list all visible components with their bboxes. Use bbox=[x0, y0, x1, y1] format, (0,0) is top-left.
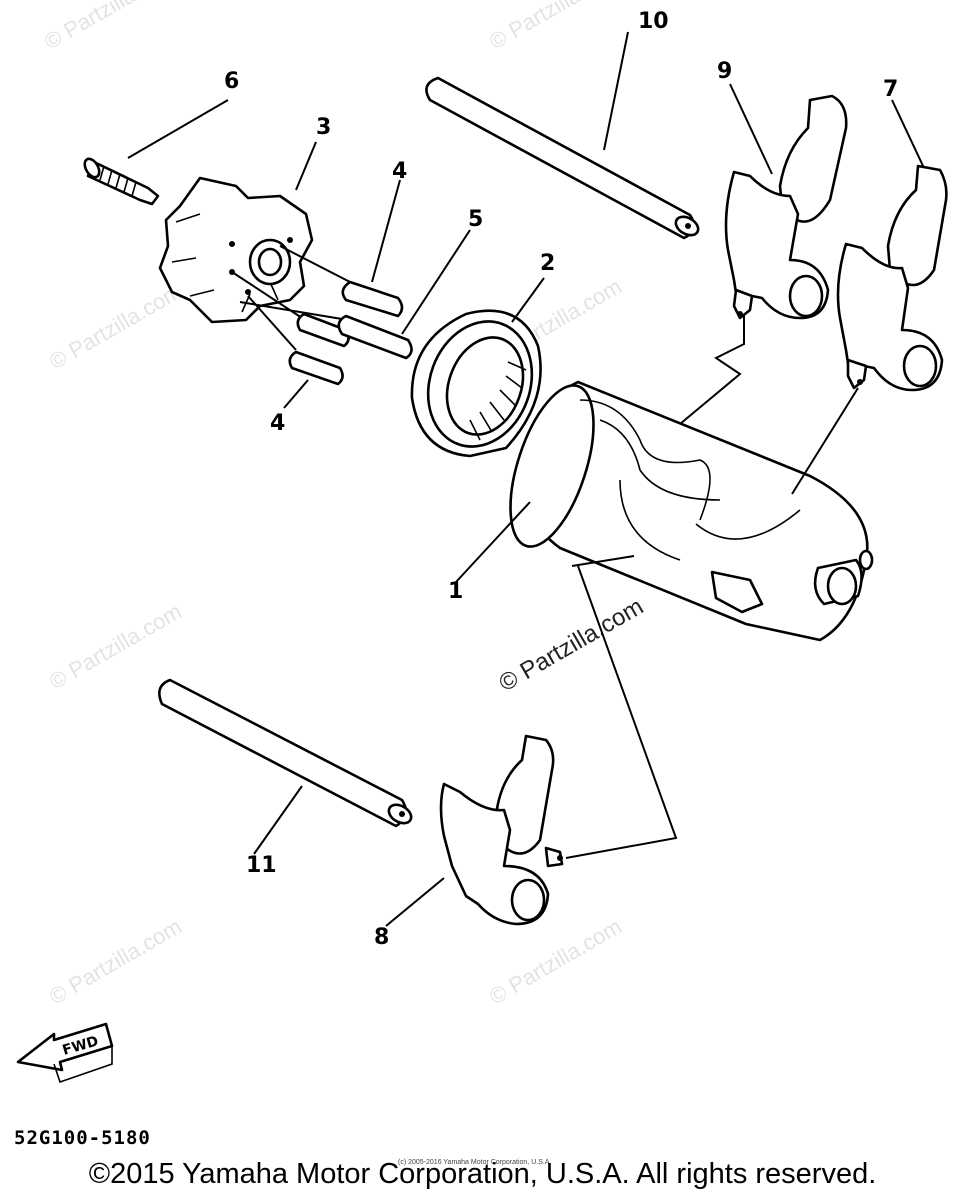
callout-4: 4 bbox=[392, 159, 407, 184]
shift-fork-shaft-lower bbox=[158, 678, 413, 828]
shift-fork-shaft-upper bbox=[425, 76, 700, 240]
segment-plate bbox=[158, 176, 314, 324]
leader-lines bbox=[127, 31, 925, 927]
watermark: © Partzilla.com bbox=[45, 279, 186, 375]
shift-fork-8 bbox=[439, 734, 564, 926]
shift-fork-9 bbox=[724, 94, 848, 320]
watermark: © Partzilla.com bbox=[45, 599, 186, 695]
callout-10: 10 bbox=[638, 9, 669, 34]
callouts: 10 9 7 6 3 4 5 2 4 1 11 8 bbox=[224, 9, 898, 950]
shift-fork-7 bbox=[836, 164, 948, 392]
shift-drum bbox=[509, 380, 874, 642]
callout-5: 5 bbox=[468, 207, 483, 232]
callout-6: 6 bbox=[224, 69, 239, 94]
fwd-arrow-icon: FWD bbox=[16, 1022, 114, 1084]
callout-11: 11 bbox=[246, 853, 277, 878]
small-copyright: (c) 2005-2016 Yamaha Motor Corporation, … bbox=[398, 1159, 552, 1166]
bearing bbox=[410, 309, 542, 458]
watermark: © Partzilla.com bbox=[40, 0, 181, 54]
watermark: © Partzilla.com bbox=[485, 914, 626, 1010]
callout-8: 8 bbox=[374, 925, 389, 950]
watermark: © Partzilla.com bbox=[45, 914, 186, 1010]
diagram-code: 52G100-5180 bbox=[14, 1127, 151, 1149]
watermark-main: © Partzilla.com bbox=[495, 593, 649, 697]
callout-3: 3 bbox=[316, 115, 331, 140]
callout-4b: 4 bbox=[270, 411, 285, 436]
callout-7: 7 bbox=[883, 77, 898, 102]
watermark: © Partzilla.com bbox=[485, 0, 626, 54]
dowel-pins bbox=[231, 245, 413, 386]
callout-9: 9 bbox=[717, 59, 732, 84]
screw bbox=[83, 157, 160, 206]
copyright-notice: ©2015 Yamaha Motor Corporation, U.S.A. A… bbox=[88, 1158, 877, 1190]
callout-2: 2 bbox=[540, 251, 555, 276]
callout-1: 1 bbox=[448, 579, 463, 604]
